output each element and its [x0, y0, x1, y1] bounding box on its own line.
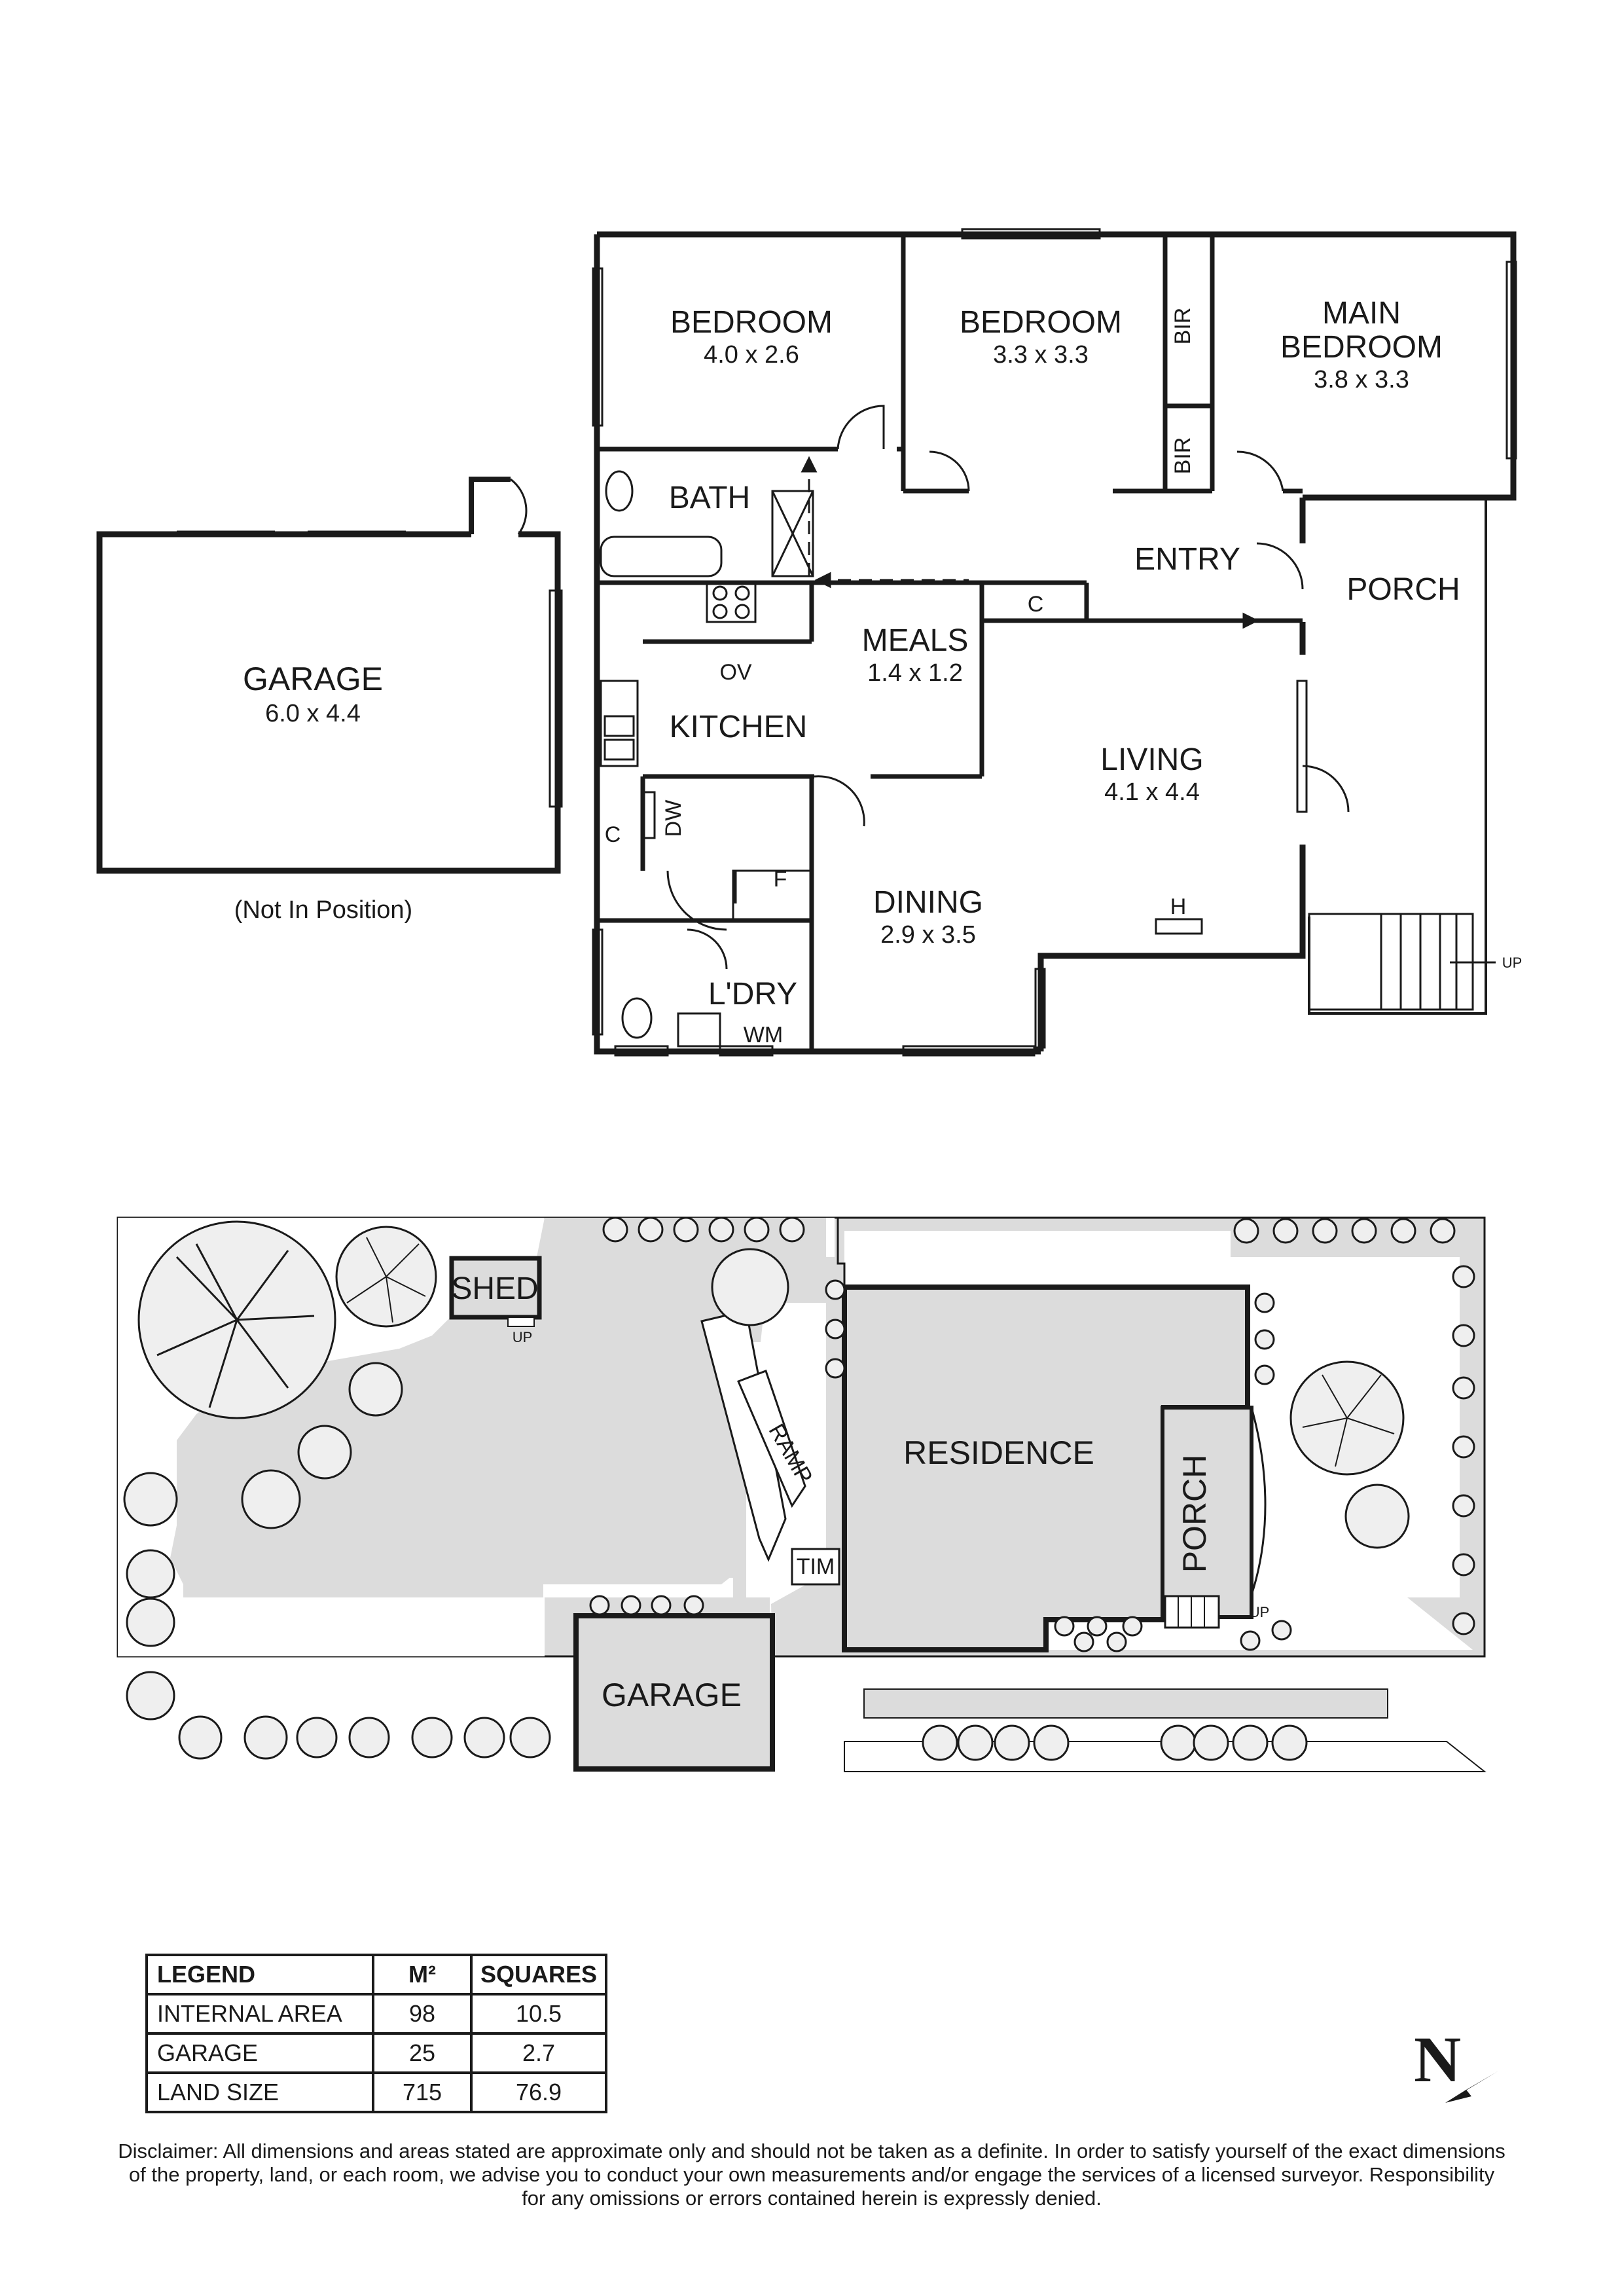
interior-walls [597, 234, 1303, 1051]
site-garage [573, 1613, 775, 1772]
site-shed [449, 1256, 542, 1320]
meals-dim: 1.4 x 1.2 [867, 659, 963, 687]
bedroom2-label: BEDROOM [960, 305, 1122, 340]
bedroom1-dim: 4.0 x 2.6 [704, 341, 799, 369]
site-porch [1161, 1406, 1253, 1619]
bath-label: BATH [669, 481, 750, 515]
heater-label: H [1170, 894, 1187, 919]
site-plan [117, 1216, 1487, 1772]
dining-label: DINING [873, 885, 983, 920]
living-label: LIVING [1100, 742, 1203, 777]
legend-table: LEGEND M² SQUARES INTERNAL AREA 98 10.5 … [145, 1954, 607, 2113]
legend-header-label: LEGEND [145, 1954, 374, 1995]
washing-machine-label: WM [744, 1023, 783, 1048]
north-arrow-icon [1445, 2071, 1498, 2103]
garage-detached-note: (Not In Position) [234, 896, 412, 924]
oven-label: OV [719, 660, 751, 685]
legend-row-m2: 25 [372, 2032, 473, 2074]
bedroom1-label: BEDROOM [670, 305, 833, 340]
lawn-area [183, 1218, 826, 1597]
house-walls [594, 231, 1517, 1055]
fixtures [600, 470, 1203, 1048]
legend-header-squares: SQUARES [470, 1954, 607, 1995]
table-row: INTERNAL AREA 98 10.5 [145, 1993, 607, 2035]
entry-label: ENTRY [1134, 542, 1240, 577]
windows [592, 228, 1517, 1057]
table-row: LAND SIZE 715 76.9 [145, 2071, 607, 2113]
legend-row-label: INTERNAL AREA [145, 1993, 374, 2035]
legend-header-row: LEGEND M² SQUARES [145, 1954, 607, 1995]
legend-row-label: GARAGE [145, 2032, 374, 2074]
residence-label: RESIDENCE [903, 1434, 1094, 1471]
dishwasher-label: DW [661, 800, 686, 837]
porch-steps [1308, 913, 1496, 1011]
bedroom2-dim: 3.3 x 3.3 [993, 341, 1089, 369]
legend-row-m2: 98 [372, 1993, 473, 2035]
legend-row-squares: 2.7 [470, 2032, 607, 2074]
detached-garage [96, 477, 563, 874]
cupboard-label-2: C [605, 822, 621, 847]
door-swings [666, 405, 1350, 970]
dining-dim: 2.9 x 3.5 [880, 921, 976, 949]
table-row: GARAGE 25 2.7 [145, 2032, 607, 2074]
trees [123, 1216, 1475, 1761]
bir-label-2: BIR [1170, 437, 1195, 475]
garage-detached-label: GARAGE [243, 661, 383, 697]
site-garage-label: GARAGE [602, 1677, 742, 1713]
north-arrow: N [1406, 2023, 1498, 2109]
north-letter: N [1414, 2023, 1462, 2096]
bir-label-1: BIR [1170, 308, 1195, 345]
main-bedroom-label-1: MAIN [1322, 296, 1401, 331]
legend-row-squares: 76.9 [470, 2071, 607, 2113]
legend-header-m2: M² [372, 1954, 473, 1995]
living-dim: 4.1 x 4.4 [1104, 778, 1200, 806]
porch-up-label: UP [1502, 955, 1523, 971]
main-bedroom-label-2: BEDROOM [1280, 330, 1443, 365]
residence-footprint [842, 1285, 1250, 1652]
laundry-label: L'DRY [708, 977, 797, 1011]
cupboard-label-1: C [1028, 592, 1044, 617]
garage-detached-dim: 6.0 x 4.4 [265, 700, 361, 727]
disclaimer-line-2: of the property, land, or each room, we … [128, 2163, 1495, 2186]
legend-row-label: LAND SIZE [145, 2071, 374, 2113]
shed-label: SHED [451, 1271, 538, 1306]
porch-site-up-label: UP [1250, 1604, 1270, 1620]
site-porch-label: PORCH [1176, 1455, 1213, 1573]
tim-label: TIM [797, 1554, 835, 1579]
disclaimer: Disclaimer: All dimensions and areas sta… [59, 2140, 1564, 2210]
legend-row-m2: 715 [372, 2071, 473, 2113]
disclaimer-line-3: for any omissions or errors contained he… [522, 2187, 1102, 2210]
shed-up-label: UP [513, 1329, 533, 1345]
flow-arrows [801, 456, 1259, 629]
kitchen-label: KITCHEN [670, 710, 808, 744]
legend-row-squares: 10.5 [470, 1993, 607, 2035]
meals-label: MEALS [862, 623, 969, 658]
porch-label: PORCH [1346, 572, 1460, 607]
fridge-label: F [774, 867, 787, 892]
floor-plan [96, 228, 1517, 1057]
disclaimer-line-1: Disclaimer: All dimensions and areas sta… [118, 2140, 1505, 2162]
main-bedroom-dim: 3.8 x 3.3 [1314, 366, 1409, 393]
floor-labels: GARAGE 6.0 x 4.4 (Not In Position) BEDRO… [234, 296, 1523, 1048]
